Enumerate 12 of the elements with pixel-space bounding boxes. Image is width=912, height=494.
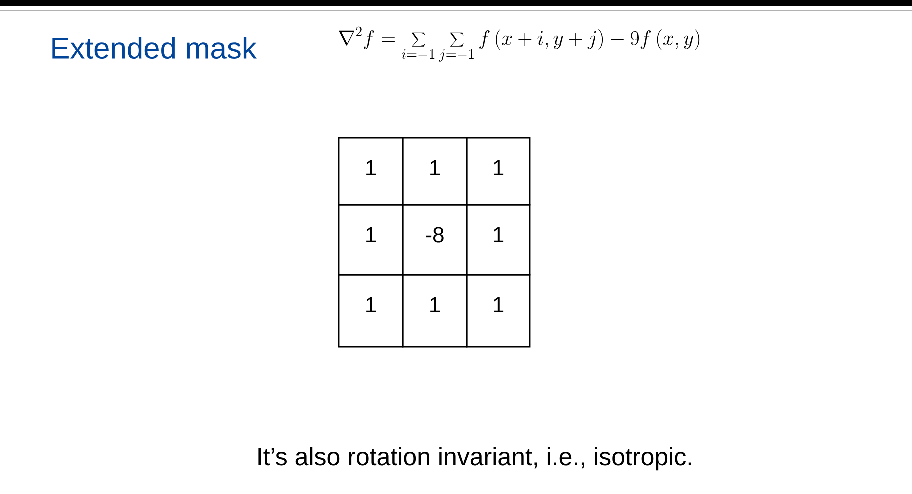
caption: It’s also rotation invariant, i.e., isotropic. [258, 447, 692, 471]
mask-cell: 1 [338, 204, 404, 276]
mask-cell: 1 [466, 274, 531, 348]
mask-cell: 1 [402, 137, 468, 206]
mask-cell: 1 [338, 274, 404, 348]
slide-title: Extended mask [52, 36, 257, 60]
formula: $\nabla^2 f = \sum_{i=-1} \sum_{j=-1} f\left(x+i, y+j\right) - 9 f\left(x, y\right)$ [339, 26, 700, 62]
mask-cell: 1 [466, 137, 531, 206]
mask-cell: 1 [466, 204, 531, 276]
mask-cell: 1 [402, 274, 468, 348]
mask-cell: -8 [402, 204, 468, 276]
mask-cell: 1 [338, 137, 404, 206]
